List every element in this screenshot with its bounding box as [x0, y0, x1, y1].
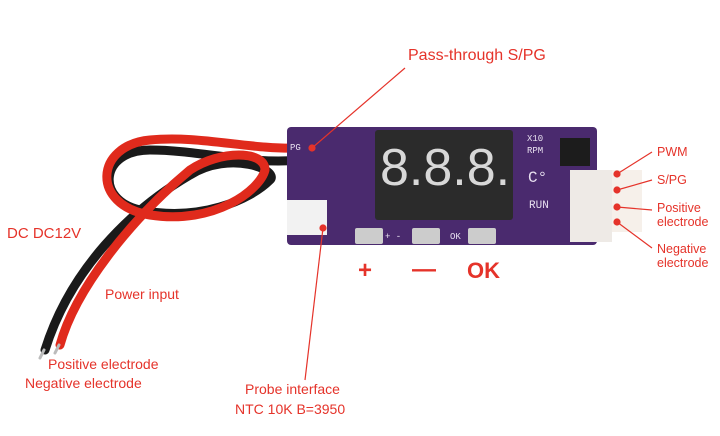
label-spg: S/PG: [657, 173, 687, 187]
label-pwm: PWM: [657, 145, 688, 159]
power-wires: [38, 134, 305, 360]
fan-connector: [570, 170, 612, 242]
label-positive-right-2: electrode: [657, 215, 709, 229]
label-probe-2: NTC 10K B=3950: [235, 401, 346, 417]
label-power-input: Power input: [105, 286, 179, 302]
led-display: [375, 130, 513, 220]
pcb-plusminus-text: + -: [385, 232, 402, 242]
pcb-pg-text: PG: [290, 143, 301, 153]
label-positive-right-1: Positive: [657, 201, 701, 215]
pcb-ok-text: OK: [450, 232, 461, 242]
pcb-rpm-text: RPM: [527, 146, 544, 156]
label-positive-left: Positive electrode: [48, 356, 159, 372]
label-pass-through: Pass-through S/PG: [408, 47, 546, 64]
pcb-celsius-text: C°: [528, 169, 548, 187]
label-minus-button: —: [412, 256, 436, 283]
label-plus-button: +: [358, 257, 373, 284]
label-ok-button: OK: [467, 258, 500, 283]
label-negative-right-1: Negative: [657, 242, 707, 256]
pcb-run-text: RUN: [529, 200, 549, 212]
label-negative-left: Negative electrode: [25, 375, 142, 391]
tactile-buttons: [355, 228, 496, 244]
display-digits: 8.8.8.: [380, 139, 511, 197]
chip: [560, 138, 590, 166]
label-negative-right-2: electrode: [657, 256, 709, 270]
pcb-x10-text: X10: [527, 134, 544, 144]
label-dc: DC DC12V: [7, 225, 82, 242]
label-probe-1: Probe interface: [245, 381, 340, 397]
